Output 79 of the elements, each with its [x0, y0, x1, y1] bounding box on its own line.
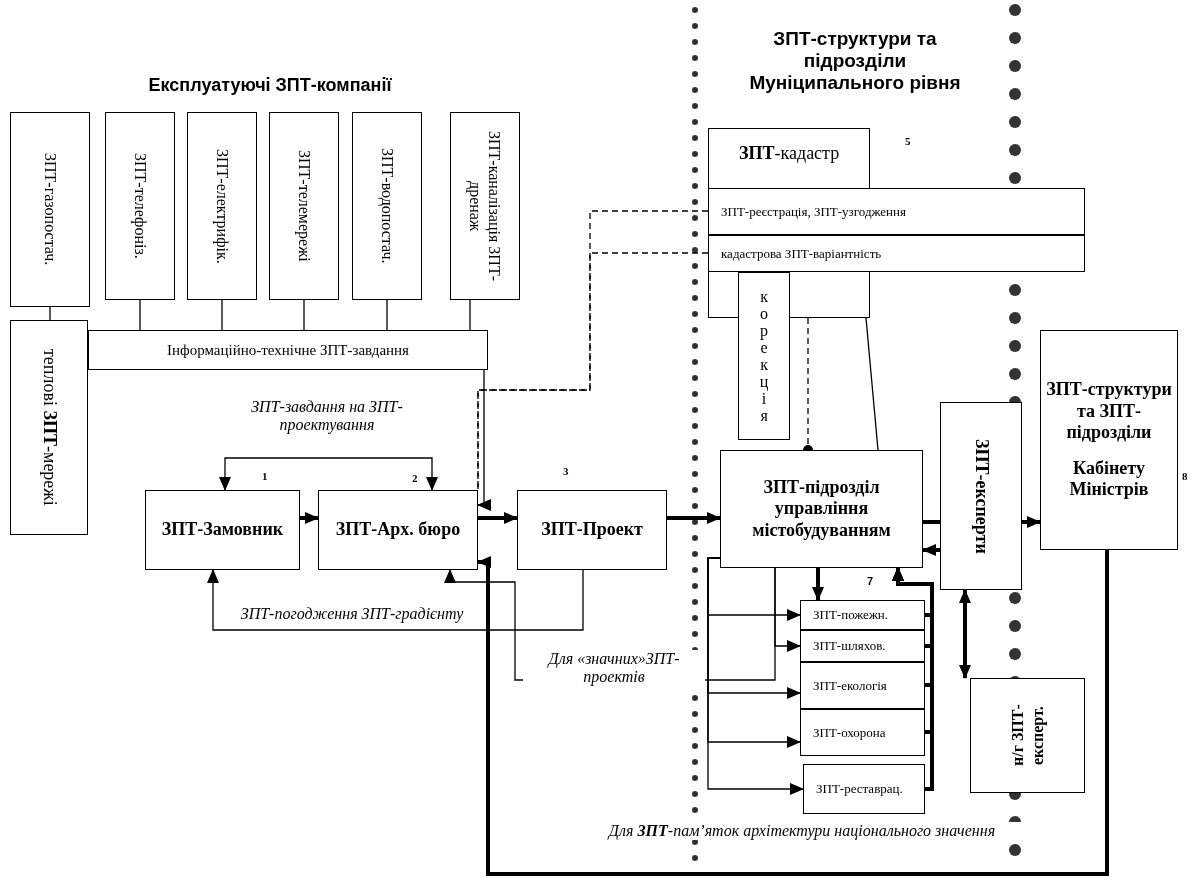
process-box — [1040, 330, 1178, 550]
arrow — [478, 512, 518, 524]
process-box — [800, 662, 925, 709]
callout-number: 3 — [563, 465, 569, 477]
box-label: ЗПТ-водопостач. — [377, 148, 397, 264]
box-label: ЗПТ-структури та ЗПТ-підрозділи — [1045, 379, 1173, 444]
box-label: Інформаційно-технічне ЗПТ-завдання — [166, 341, 409, 359]
box-label: теплові ЗПТ-мережі — [38, 349, 60, 506]
connector-line — [139, 299, 141, 331]
process-box — [720, 450, 923, 568]
process-box — [800, 709, 925, 756]
connector-line — [303, 299, 305, 331]
box-label: Кабінету Міністрів — [1068, 457, 1150, 501]
box-label: ЗПТ-екологія — [813, 677, 887, 694]
callout-number: 5 — [905, 135, 911, 147]
box-label: ЗПТ-підрозділ управління містобудуванням — [751, 476, 892, 542]
process-box — [970, 678, 1085, 793]
heading-text: Експлуатуючі ЗПТ-компанії — [147, 75, 393, 96]
arrow — [300, 512, 319, 524]
box-label: ЗПТ-електрифік. — [212, 148, 232, 264]
box-label: ЗПТ-Замовник — [161, 519, 284, 541]
connector-line — [49, 306, 51, 321]
box-label: ЗПТ-пожежн. — [813, 607, 889, 623]
arrow — [812, 568, 824, 601]
process-box — [318, 490, 478, 570]
edge-label: Для «значних»ЗПТ-проектів — [523, 650, 705, 686]
process-box — [708, 188, 1085, 235]
process-box — [800, 630, 925, 662]
box-label: ЗПТ-телемережі — [294, 150, 314, 262]
box-label: ЗПТ-кадастр — [739, 143, 840, 165]
process-box — [940, 402, 1022, 590]
box-label: ЗПТ-охорона — [813, 724, 886, 741]
process-box — [105, 112, 175, 300]
heading-text: ЗПТ-структури та підрозділи Муніципального рівня — [748, 28, 962, 94]
box-label: ЗПТ-реєстрація, ЗПТ-узгодження — [721, 203, 906, 220]
box-label: ЗПТ-шляхов. — [813, 638, 886, 654]
box-label: корекція — [754, 288, 774, 424]
arrow — [959, 589, 971, 679]
box-label: ЗПТ-експерти — [970, 438, 992, 554]
connector-line — [469, 299, 471, 331]
callout-number: 7 — [865, 575, 875, 587]
process-box — [450, 112, 520, 300]
box-label: кадастрова ЗПТ-варіантність — [721, 245, 882, 262]
process-box — [10, 320, 88, 535]
callout-number: 2 — [412, 472, 418, 484]
arrow — [922, 544, 940, 556]
process-box — [517, 490, 667, 570]
arrow — [1022, 516, 1041, 528]
callout-number: 8 — [1182, 470, 1188, 482]
connector-line — [865, 317, 879, 451]
box-label: ЗПТ-Проект — [541, 519, 643, 541]
process-box — [738, 272, 790, 440]
arrow — [207, 569, 584, 631]
box-label: ЗПТ-реставрац. — [816, 781, 903, 797]
callout-number: 1 — [262, 470, 268, 482]
process-box — [803, 764, 925, 814]
process-box — [88, 330, 488, 370]
connector-line — [923, 520, 940, 524]
process-box — [187, 112, 257, 300]
process-box — [800, 600, 925, 630]
connector-line — [221, 299, 223, 331]
arrow — [774, 567, 801, 652]
process-box — [269, 112, 339, 300]
arrow — [667, 512, 721, 524]
box-label: н/г ЗПТ-експерт. — [1008, 703, 1047, 769]
arrow — [219, 457, 438, 491]
process-box — [10, 112, 90, 307]
connector-line — [386, 299, 388, 331]
arrow — [707, 557, 804, 795]
box-label: ЗПТ-телефоніз. — [130, 153, 150, 259]
box-label: ЗПТ-газопостач. — [40, 153, 60, 266]
arrow — [477, 369, 491, 511]
process-box — [145, 490, 300, 570]
arrow — [477, 550, 1109, 876]
process-box — [352, 112, 422, 300]
arrow — [892, 567, 934, 791]
box-label: ЗПТ-каналізація ЗПТ-дренаж — [465, 130, 505, 283]
box-label: ЗПТ-Арх. бюро — [335, 519, 461, 541]
process-box — [708, 235, 1085, 272]
